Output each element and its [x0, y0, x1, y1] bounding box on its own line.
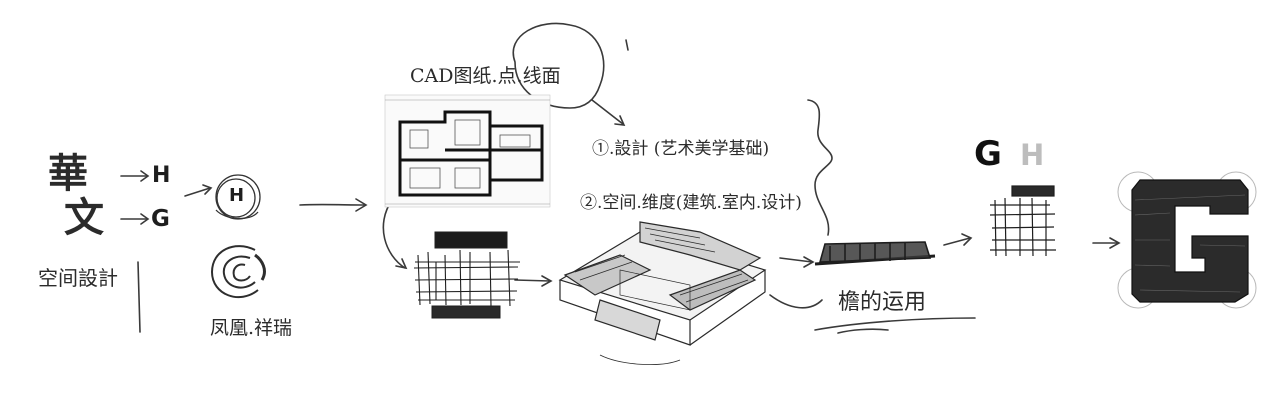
underline-stroke [814, 317, 976, 331]
letter-g: G [151, 206, 170, 232]
arrow-hua-to-h [120, 170, 150, 182]
mini-mark-letter: H [229, 185, 245, 206]
gh-logo-h: H [1020, 138, 1045, 172]
arrow-letters-to-mark [184, 184, 213, 197]
note-cad: CAD图纸.点.线面 [410, 65, 561, 87]
note-phoenix: 凤凰.祥瑞 [210, 317, 293, 339]
eave-sketch [814, 241, 936, 266]
arrow-cad-to-block [382, 199, 408, 270]
arrow-to-cad [299, 198, 368, 212]
cad-floor-plan [384, 94, 551, 208]
stroke-block-sketch [413, 231, 520, 319]
arrow-eave-to-logo [943, 233, 973, 246]
courtyard-sketch [558, 221, 767, 365]
note-item2: ②.空间.维度(建筑.室内.设计) [580, 193, 802, 213]
char-hua: 華 [48, 150, 88, 197]
letter-h: H [152, 163, 171, 188]
arrow-logo-to-final [1092, 237, 1121, 249]
phoenix-swirl-sketch [210, 245, 266, 299]
char-wen: 文 [64, 194, 104, 241]
gh-logo-g: G [974, 134, 1002, 174]
arrow-block-to-courtyard [514, 275, 553, 287]
circle-h-mark [215, 174, 261, 220]
vertical-stroke [137, 261, 141, 333]
arrow-wen-to-g [120, 213, 150, 225]
final-mark-letter: G [1180, 206, 1181, 207]
note-item1: ①.設計 (艺术美学基础) [592, 139, 770, 159]
note-space-design: 空间設計 [38, 266, 118, 290]
final-g-mark-sketch [1117, 171, 1257, 309]
underline-stroke-2 [837, 328, 889, 334]
note-eaves: 檐的运用 [838, 290, 927, 315]
gh-block-sketch [989, 185, 1056, 257]
bracket [769, 99, 833, 309]
